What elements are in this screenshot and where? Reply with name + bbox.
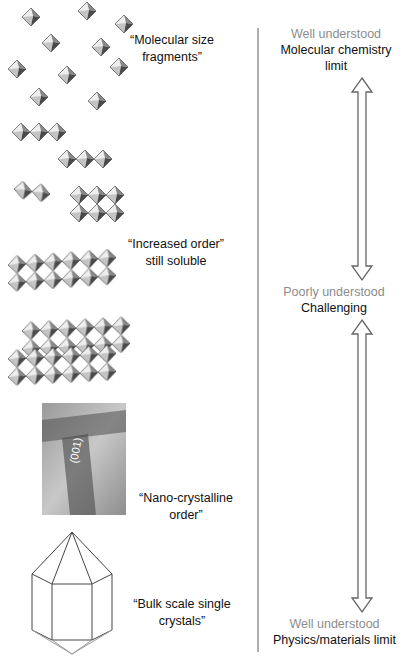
scale-line [257, 28, 258, 652]
double-arrow [352, 78, 372, 280]
octahedron [22, 8, 40, 26]
octahedra-chain [12, 123, 66, 141]
crystal-edge [32, 574, 33, 630]
scale-point: Well understoodMolecular chemistry limit [280, 26, 392, 74]
understanding-level: Well understood [264, 616, 405, 632]
understanding-level: Poorly understood [268, 284, 400, 300]
stage-label: “Nano-crystalline order” [138, 490, 234, 524]
octahedron [92, 38, 110, 56]
octahedra-double-chain [70, 186, 124, 222]
crystal-edge [52, 532, 92, 584]
crystal-edge [52, 584, 53, 640]
crystal-edge [32, 532, 112, 574]
octahedron [30, 88, 48, 106]
double-arrow [352, 320, 372, 612]
crystal-edge [52, 640, 92, 654]
crystal-edge [32, 630, 112, 654]
stage-label: “Molecular size fragments” [126, 32, 218, 66]
octahedra-chain [14, 180, 50, 203]
stage-label: “Bulk scale single crystals” [132, 596, 232, 630]
crystal-edge [112, 574, 113, 630]
octahedra-layer [8, 344, 116, 386]
crystal-edge [32, 630, 112, 640]
octahedron [58, 66, 76, 84]
crystal-edge [92, 584, 93, 640]
crystal-edge [32, 574, 112, 584]
octahedron [115, 15, 133, 33]
octahedron [110, 58, 128, 76]
tem-image [42, 403, 126, 515]
octahedron [78, 2, 96, 20]
scale-point: Poorly understoodChallenging [268, 284, 400, 316]
limit-text: Challenging [268, 300, 400, 316]
octahedron [8, 60, 26, 78]
limit-text: Molecular chemistry limit [280, 42, 392, 74]
scale-point: Well understoodPhysics/materials limit [264, 616, 405, 648]
understanding-level: Well understood [280, 26, 392, 42]
stage-label: “Increased order” still soluble [128, 236, 224, 270]
octahedra-sheet [8, 248, 116, 292]
octahedron [42, 34, 60, 52]
octahedron [88, 92, 106, 110]
octahedra-chain [58, 150, 112, 168]
limit-text: Physics/materials limit [264, 632, 405, 648]
